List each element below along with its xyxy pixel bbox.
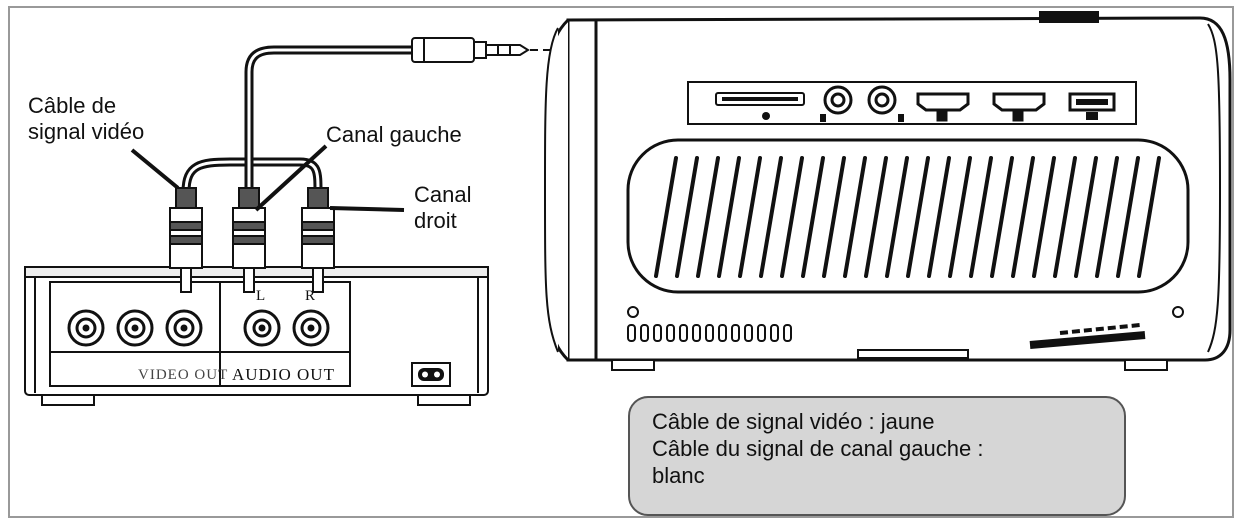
sd-card-slot bbox=[715, 92, 805, 120]
video-cable-label: Câble de signal vidéo bbox=[28, 93, 145, 144]
color-legend-box: Câble de signal vidéo : jaune Câble du s… bbox=[628, 396, 1126, 516]
video-out-jacks bbox=[67, 309, 203, 347]
audio-out-jacks bbox=[243, 309, 330, 347]
av-jack-port bbox=[823, 85, 897, 115]
left-jack-label: L bbox=[256, 288, 267, 304]
caption-line: Câble du signal de canal gauche : bbox=[652, 436, 984, 461]
audio-out-label: AUDIO OUT bbox=[232, 365, 335, 384]
projector-feet bbox=[611, 349, 1168, 371]
right-jack-label: R bbox=[305, 288, 317, 304]
power-socket-icon bbox=[411, 362, 451, 387]
diagram-frame bbox=[8, 6, 1234, 518]
hdmi-port-icon bbox=[916, 92, 1046, 122]
cables bbox=[181, 45, 417, 197]
rca-plug-icon bbox=[169, 187, 335, 293]
leader-lines bbox=[130, 144, 405, 212]
caption-line: blanc bbox=[652, 463, 705, 488]
bottom-vents bbox=[627, 324, 792, 342]
left-channel-label: Canal gauche bbox=[326, 122, 462, 147]
av-player bbox=[24, 266, 489, 406]
right-channel-label: Canal droit bbox=[414, 182, 472, 233]
caption-line: Câble de signal vidéo : jaune bbox=[652, 409, 935, 434]
video-out-label: VIDEO OUT bbox=[138, 367, 229, 383]
usb-port-icon bbox=[1068, 92, 1116, 120]
speaker-grille bbox=[626, 138, 1190, 294]
av-jack-icon bbox=[411, 37, 530, 63]
